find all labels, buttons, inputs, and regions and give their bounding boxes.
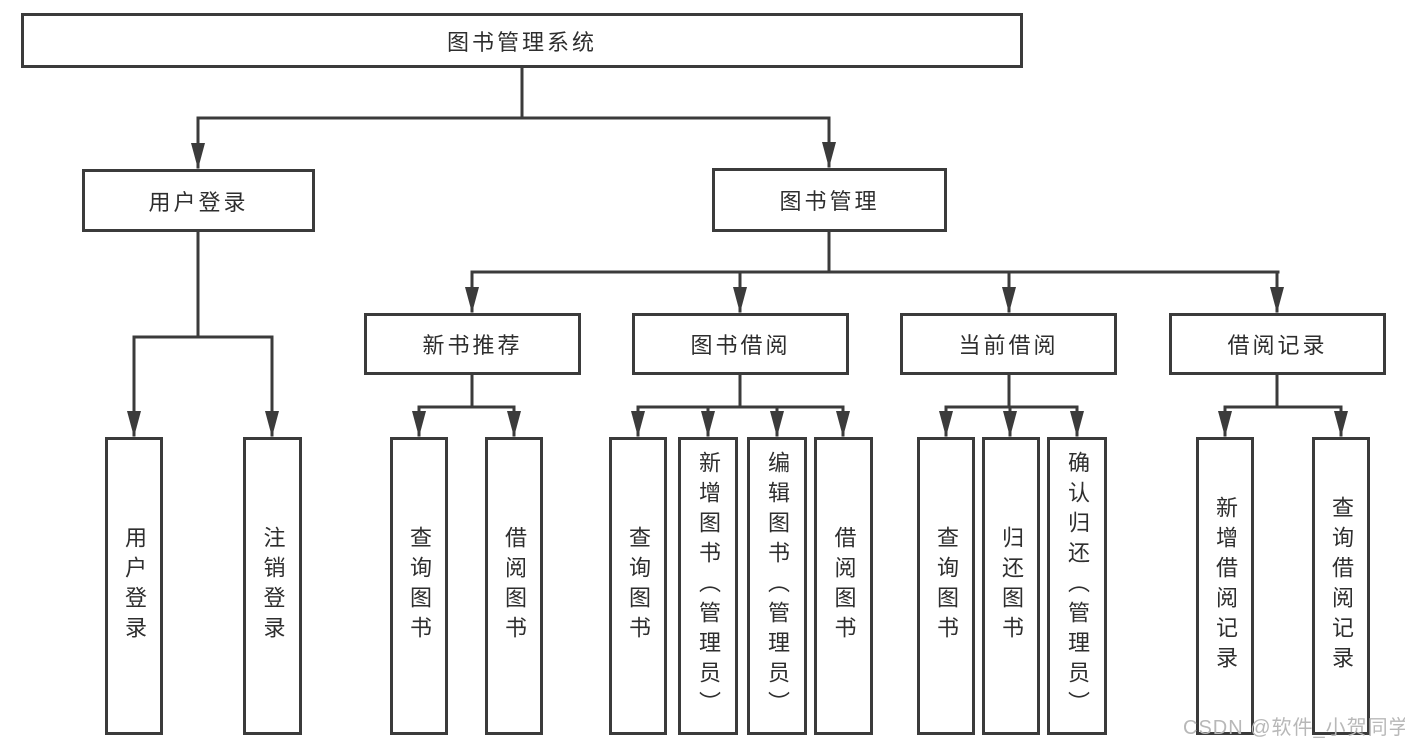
leaf-add-borrow-record: 新增借阅记录: [1196, 437, 1254, 735]
node-label: 查询图书: [626, 526, 651, 646]
leaf-query-books-1: 查询图书: [390, 437, 448, 735]
leaf-query-books-3: 查询图书: [917, 437, 975, 735]
node-label: 用户登录: [148, 189, 249, 215]
node-label: 注销登录: [260, 526, 286, 646]
node-label: 借阅记录: [1227, 333, 1328, 358]
node-label: 当前借阅: [958, 333, 1059, 358]
watermark: CSDN @软件_小贺同学: [1183, 717, 1405, 739]
node-label: 新书推荐: [422, 333, 523, 358]
node-label: 归还图书: [999, 526, 1024, 646]
node-label: 新增借阅记录: [1213, 496, 1238, 676]
leaf-user-login: 用户登录: [105, 437, 163, 735]
node-label: 借阅图书: [502, 526, 527, 646]
leaf-borrow-books-2: 借阅图书: [814, 437, 873, 735]
leaf-query-books-2: 查询图书: [609, 437, 667, 735]
node-label: 查询借阅记录: [1329, 496, 1354, 676]
node-label: 用户登录: [122, 526, 147, 646]
node-label: 确认归还（管理员）: [1065, 451, 1090, 721]
leaf-logout: 注销登录: [243, 437, 302, 735]
leaf-return-books: 归还图书: [982, 437, 1040, 735]
leaf-query-borrow-record: 查询借阅记录: [1312, 437, 1370, 735]
node-label: 借阅图书: [831, 526, 857, 646]
leaf-borrow-books-1: 借阅图书: [485, 437, 543, 735]
node-label: 查询图书: [934, 526, 959, 646]
leaf-add-books-admin: 新增图书（管理员）: [678, 437, 738, 735]
node-label: 新增图书（管理员）: [696, 451, 721, 721]
node-label: 图书管理系统: [446, 29, 597, 55]
node-current-borrowing: 当前借阅: [900, 313, 1117, 375]
node-book-management: 图书管理: [712, 168, 947, 232]
node-library-management-system: 图书管理系统: [21, 13, 1023, 68]
node-label: 图书借阅: [690, 333, 791, 358]
node-borrowing-records: 借阅记录: [1169, 313, 1386, 375]
node-user-login: 用户登录: [82, 169, 315, 232]
node-label: 编辑图书（管理员）: [765, 451, 790, 721]
node-label: 查询图书: [407, 526, 432, 646]
node-new-book-recommendation: 新书推荐: [364, 313, 581, 375]
leaf-confirm-return-admin: 确认归还（管理员）: [1047, 437, 1107, 735]
leaf-edit-books-admin: 编辑图书（管理员）: [747, 437, 807, 735]
node-book-borrowing: 图书借阅: [632, 313, 849, 375]
node-label: 图书管理: [779, 189, 880, 214]
